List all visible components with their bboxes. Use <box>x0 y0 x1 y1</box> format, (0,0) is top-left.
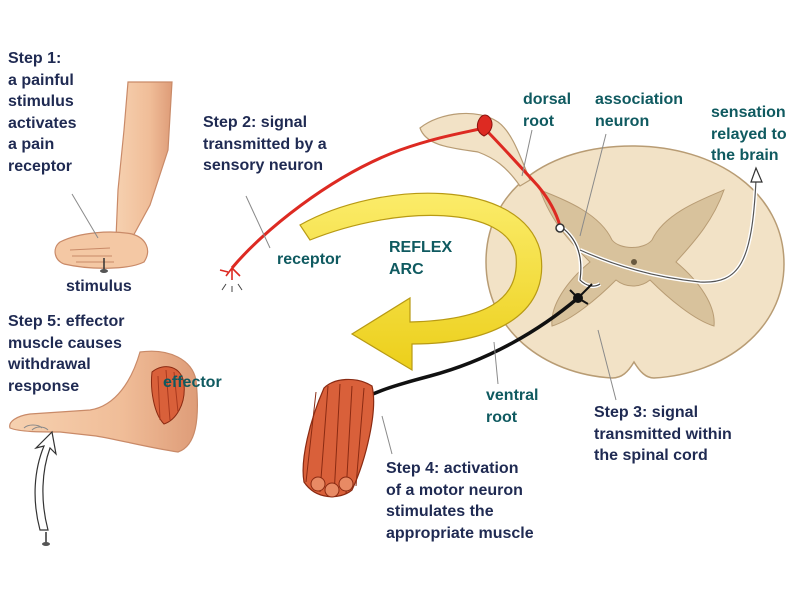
upper-arm-figure <box>54 81 173 269</box>
receptor-label: receptor <box>277 251 342 268</box>
up-arrow-icon <box>750 166 763 183</box>
sensory-neuron <box>219 114 562 292</box>
ventral-root-label: ventral root <box>486 387 539 426</box>
dorsal-root-label: dorsal root <box>523 91 572 130</box>
spinal-cord-section <box>485 145 785 379</box>
step3-label: Step 3: signal transmitted within the sp… <box>594 404 732 464</box>
effector-label: effector <box>163 374 222 391</box>
step2-label: Step 2: signal transmitted by a sensory … <box>203 114 327 174</box>
leader-lines <box>245 129 617 455</box>
ascending-tract <box>579 179 758 285</box>
stimulus-label: stimulus <box>66 278 132 295</box>
association-neuron-label: association neuron <box>595 91 684 130</box>
sensation-label: sensation relayed to the brain <box>711 104 787 164</box>
muscle-bundle <box>302 378 375 498</box>
pin-icon <box>42 532 50 546</box>
pin-icon <box>100 258 108 273</box>
reflex-arc-arrow <box>299 192 543 372</box>
step5-label: Step 5: effector muscle causes withdrawa… <box>8 313 125 395</box>
step1-label: Step 1: a painful stimulus activates a p… <box>8 50 77 175</box>
association-neuron <box>555 223 602 289</box>
up-arrow-icon <box>34 430 57 531</box>
dorsal-root-ganglion <box>419 112 531 187</box>
step4-label: Step 4: activation of a motor neuron sti… <box>386 460 534 542</box>
lower-arm-figure <box>9 350 198 453</box>
reflex-arc-label: REFLEX ARC <box>389 239 453 278</box>
